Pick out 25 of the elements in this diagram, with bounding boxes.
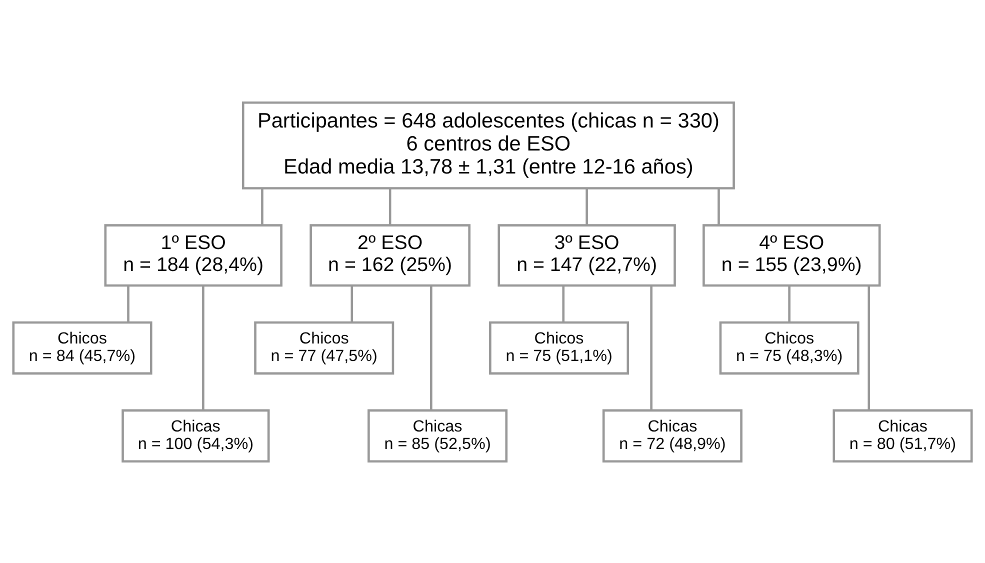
connector <box>261 188 264 225</box>
connector <box>127 285 130 322</box>
connector <box>562 285 565 322</box>
node-box: 4º ESO n = 155 (23,9%) <box>702 224 881 286</box>
connector <box>430 285 432 410</box>
connector <box>788 285 790 322</box>
node-box: 1º ESO n = 184 (28,4%) <box>104 224 282 286</box>
connector <box>718 188 720 225</box>
node-box: Chicos n = 75 (51,1%) <box>489 320 630 374</box>
node-box: Chicas n = 85 (52,5%) <box>368 408 508 462</box>
node-box: Chicas n = 100 (54,3%) <box>122 408 270 462</box>
connector <box>388 188 392 225</box>
node-box: Chicos n = 77 (47,5%) <box>254 320 394 374</box>
connector <box>350 285 354 322</box>
connector <box>650 285 652 410</box>
node-box: Chicos n = 84 (45,7%) <box>12 320 152 374</box>
node-box: 3º ESO n = 147 (22,7%) <box>498 224 676 286</box>
node-box: Chicas n = 72 (48,9%) <box>602 408 742 462</box>
node-box: Chicas n = 80 (51,7%) <box>832 408 973 462</box>
connector <box>202 285 204 410</box>
node-box: Chicos n = 75 (48,3%) <box>719 320 860 374</box>
node-box: 2º ESO n = 162 (25%) <box>310 224 471 286</box>
connector <box>868 285 870 410</box>
connector <box>586 188 588 225</box>
node-box: Participantes = 648 adolescentes (chicas n = 330) 6 centros de ESO Edad media 13,78 ± 1,31 (entre 12-16 años) <box>242 100 735 189</box>
